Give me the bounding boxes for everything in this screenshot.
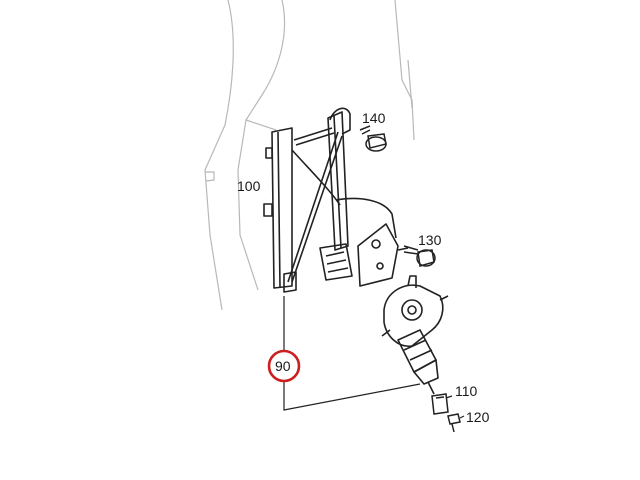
motor-gear-hub xyxy=(401,299,423,321)
bolt-140 xyxy=(359,125,387,152)
motor-body-ring xyxy=(403,339,433,361)
door-lower-edge xyxy=(245,119,277,131)
callout-90-highlight-ring xyxy=(267,349,301,383)
callout-110: 110 xyxy=(455,383,478,399)
bracket-tab xyxy=(397,247,409,251)
screw-120 xyxy=(447,413,461,433)
window-motor xyxy=(381,275,449,395)
bracket-hole-b xyxy=(376,262,384,270)
motor-gear-housing xyxy=(383,284,444,347)
screw-shank xyxy=(451,423,455,433)
regulator-bottom-slider xyxy=(283,271,297,293)
leader-110 xyxy=(445,395,453,399)
door-outline xyxy=(204,0,415,311)
window-regulator xyxy=(263,107,397,293)
regulator-cable-diagonal-a xyxy=(293,127,335,146)
callout-130: 130 xyxy=(418,232,442,248)
bolt-140-shank xyxy=(359,125,371,135)
bracket-plate xyxy=(357,223,399,287)
bracket-hole-a xyxy=(371,239,381,249)
connector-body xyxy=(431,393,449,415)
leader-90-bracket xyxy=(283,296,421,411)
bolt-130 xyxy=(403,245,436,267)
leader-120 xyxy=(459,415,465,419)
motor-drive-shaft xyxy=(407,275,417,288)
bolt-130-shank xyxy=(403,245,419,255)
connector-tab xyxy=(435,396,445,399)
regulator-right-rail xyxy=(327,111,349,251)
bolt-130-washer xyxy=(416,249,436,267)
connector-110 xyxy=(431,393,449,415)
regulator-cable-diagonal-b xyxy=(287,131,343,283)
door-panel-line xyxy=(239,234,259,291)
motor-lead xyxy=(427,381,435,395)
callout-120: 120 xyxy=(466,409,490,425)
regulator-cable-diagonal-c xyxy=(291,149,341,206)
door-outer-edge xyxy=(204,0,234,311)
regulator-lower-clip xyxy=(319,243,353,281)
regulator-left-clips xyxy=(263,147,273,217)
screw-head xyxy=(447,413,461,425)
callout-140: 140 xyxy=(362,110,386,126)
motor-mount-ears xyxy=(381,295,449,337)
regulator-left-rail-inner xyxy=(277,131,281,288)
motor-gear-center xyxy=(407,305,417,315)
leader-lines xyxy=(283,296,465,419)
bolt-130-head xyxy=(417,249,435,267)
regulator-top-bracket xyxy=(329,107,351,135)
motor-bracket xyxy=(357,223,409,287)
regulator-lower-arm xyxy=(335,197,397,239)
callout-90: 90 xyxy=(275,358,291,374)
bolt-140-head xyxy=(367,133,387,149)
regulator-left-rail xyxy=(271,127,293,289)
door-window-frame xyxy=(394,0,415,141)
door-hinge-notch xyxy=(205,171,215,182)
door-inner-edge xyxy=(237,0,286,236)
callout-100: 100 xyxy=(237,178,261,194)
regulator-clip-detail xyxy=(325,251,349,273)
motor-end-cap xyxy=(413,359,439,385)
door-window-top xyxy=(407,59,413,109)
